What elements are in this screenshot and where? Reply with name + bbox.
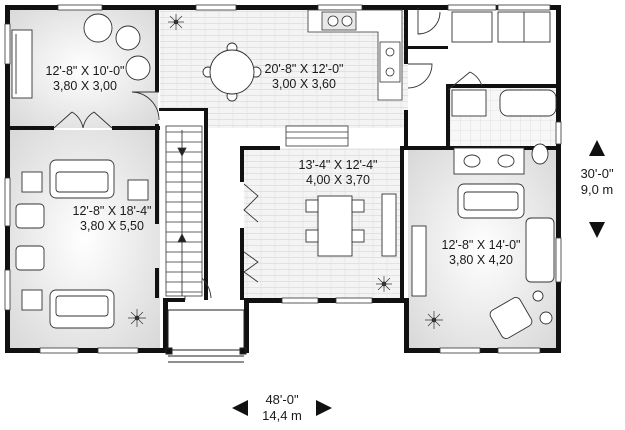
depth-imperial: 30'-0": [580, 166, 614, 181]
dining-dim-metric: 4,00 X 3,70: [306, 173, 370, 187]
kitchen-counter: [285, 9, 403, 147]
depth-arrow-down: [589, 222, 605, 238]
laundry: [451, 11, 551, 43]
depth-metric: 9,0 m: [580, 182, 614, 197]
living-dim-metric: 3,80 X 5,50: [80, 219, 144, 233]
dimension-arrows: [232, 140, 605, 416]
family-dim-imperial: 12'-8" X 14'-0": [441, 238, 521, 252]
family-furniture: [411, 183, 555, 339]
porch: [168, 306, 246, 350]
kitchen-label: 20'-8" X 12'-0" 3,00 X 3,60: [244, 62, 364, 92]
overall-depth: 30'-0" 9,0 m: [566, 166, 625, 198]
dining-room-label: 13'-4" X 12'-4" 4,00 X 3,70: [278, 158, 398, 188]
study-label: 12'-8" X 10'-0" 3,80 X 3,00: [30, 64, 140, 94]
study-dim-metric: 3,80 X 3,00: [53, 79, 117, 93]
family-dim-metric: 3,80 X 4,20: [449, 253, 513, 267]
living-room-label: 12'-8" X 18'-4" 3,80 X 5,50: [52, 204, 172, 234]
stairs: [165, 125, 203, 297]
study-dim-imperial: 12'-8" X 10'-0": [45, 64, 125, 78]
living-dim-imperial: 12'-8" X 18'-4": [72, 204, 152, 218]
kitchen-dim-metric: 3,00 X 3,60: [272, 77, 336, 91]
overall-width: 48'-0" 14,4 m: [252, 392, 312, 424]
living-furniture: [15, 159, 149, 329]
width-metric: 14,4 m: [262, 408, 302, 423]
family-room-label: 12'-8" X 14'-0" 3,80 X 4,20: [426, 238, 536, 268]
kitchen-table: [202, 42, 262, 102]
windows: [4, 4, 562, 354]
study-furniture: [11, 13, 151, 99]
dining-table: [305, 193, 397, 257]
interior-walls: [8, 8, 558, 300]
width-arrow-left: [232, 400, 248, 416]
width-imperial: 48'-0": [265, 392, 299, 407]
width-arrow-right: [316, 400, 332, 416]
porch-steps: [165, 309, 247, 363]
depth-arrow-up: [589, 140, 605, 156]
plants: [128, 14, 443, 329]
kitchen-dim-imperial: 20'-8" X 12'-0": [264, 62, 344, 76]
dining-dim-imperial: 13'-4" X 12'-4": [298, 158, 378, 172]
bath-fixtures: [451, 89, 557, 175]
